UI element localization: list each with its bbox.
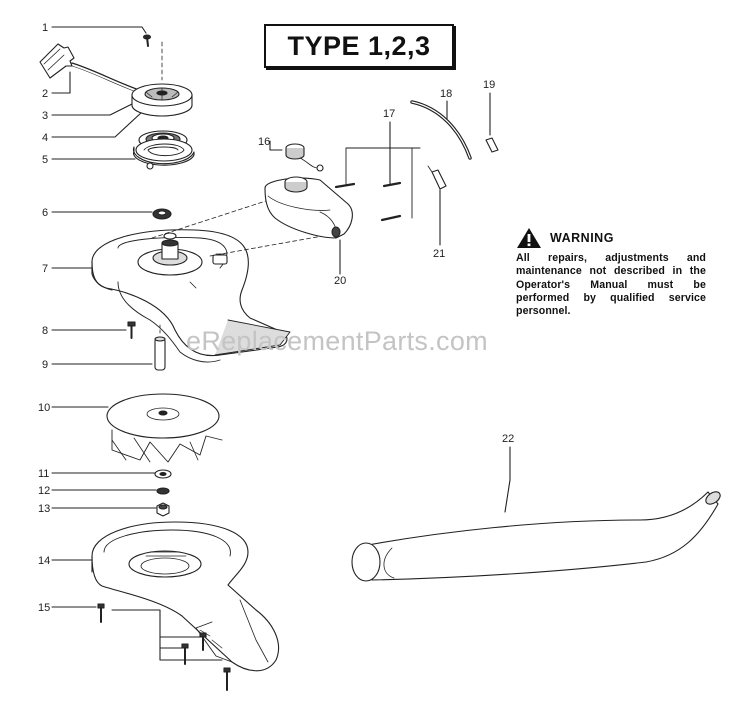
svg-text:3: 3: [42, 110, 48, 122]
callout-1: 1: [42, 22, 147, 34]
svg-text:2: 2: [42, 88, 48, 100]
callout-20: 20: [334, 239, 346, 287]
callout-4: 4: [42, 111, 143, 144]
part-3-pulley: [131, 83, 193, 117]
svg-text:20: 20: [334, 275, 346, 287]
callout-6: 6: [42, 207, 153, 219]
part-14-lower-housing: [91, 521, 280, 672]
part-7-upper-housing: [91, 229, 291, 363]
warning-header: WARNING: [516, 227, 706, 249]
callout-22: 22: [502, 433, 514, 513]
part-12-washer: [156, 487, 170, 495]
warning-triangle-icon: [517, 228, 541, 248]
part-22-blower-tube: [351, 491, 721, 582]
callout-17: 17: [383, 108, 395, 186]
type-title: TYPE 1,2,3: [287, 30, 431, 61]
part-8-screw: [127, 321, 136, 339]
part-5-spring-housing: [132, 138, 195, 170]
svg-text:11: 11: [38, 468, 49, 480]
part-18-fuel-line: [410, 100, 472, 160]
warning-notice: WARNING All repairs, adjustments and mai…: [516, 227, 706, 318]
svg-text:4: 4: [42, 132, 48, 144]
part-20-fuel-tank: [264, 176, 353, 239]
callout-3: 3: [42, 99, 141, 122]
warning-text: All repairs, adjustments and maintenance…: [516, 252, 706, 318]
svg-text:18: 18: [440, 88, 452, 100]
svg-text:14: 14: [38, 555, 50, 567]
part-19-grommet: [485, 137, 499, 153]
callout-8: 8: [42, 325, 127, 337]
svg-text:16: 16: [258, 136, 270, 148]
callout-7: 7: [42, 263, 93, 275]
part-16-fuel-cap: [285, 143, 324, 172]
callout-19: 19: [483, 79, 495, 136]
svg-text:5: 5: [42, 154, 48, 166]
part-15-screws: [97, 603, 231, 691]
svg-text:17: 17: [383, 108, 395, 120]
svg-text:15: 15: [38, 602, 50, 614]
callout-2: 2: [42, 71, 71, 100]
callout-11: 11: [38, 468, 157, 480]
svg-text:13: 13: [38, 503, 50, 515]
svg-text:8: 8: [42, 325, 48, 337]
part-17-screws: [334, 181, 402, 222]
type-label-box: TYPE 1,2,3: [264, 24, 454, 68]
svg-text:12: 12: [38, 485, 50, 497]
watermark: eReplacementParts.com: [186, 326, 488, 356]
svg-text:19: 19: [483, 79, 495, 91]
part-2-starter-handle: [39, 43, 146, 96]
callout-16: 16: [258, 136, 283, 151]
svg-text:10: 10: [38, 402, 50, 414]
callout-15: 15: [38, 602, 201, 649]
part-1-screw: [142, 34, 152, 47]
part-10-fan: [106, 393, 223, 463]
part-9-pin: [154, 324, 166, 371]
callout-13: 13: [38, 503, 157, 515]
svg-text:9: 9: [42, 359, 48, 371]
callout-9: 9: [42, 359, 153, 371]
callout-10: 10: [38, 402, 109, 414]
warning-title: WARNING: [550, 231, 614, 245]
part-6-washer: [152, 208, 172, 220]
part-13-nut: [156, 502, 170, 517]
callout-5: 5: [42, 154, 136, 166]
callout-12: 12: [38, 485, 157, 497]
svg-text:6: 6: [42, 207, 48, 219]
svg-text:1: 1: [42, 22, 48, 34]
svg-text:21: 21: [433, 248, 445, 260]
svg-text:22: 22: [502, 433, 514, 445]
part-11-washer: [154, 469, 172, 479]
callout-21: 21: [433, 189, 445, 260]
svg-text:7: 7: [42, 263, 48, 275]
callout-18: 18: [440, 88, 452, 121]
callout-14: 14: [38, 555, 97, 567]
part-21-fuel-filter: [427, 165, 447, 190]
